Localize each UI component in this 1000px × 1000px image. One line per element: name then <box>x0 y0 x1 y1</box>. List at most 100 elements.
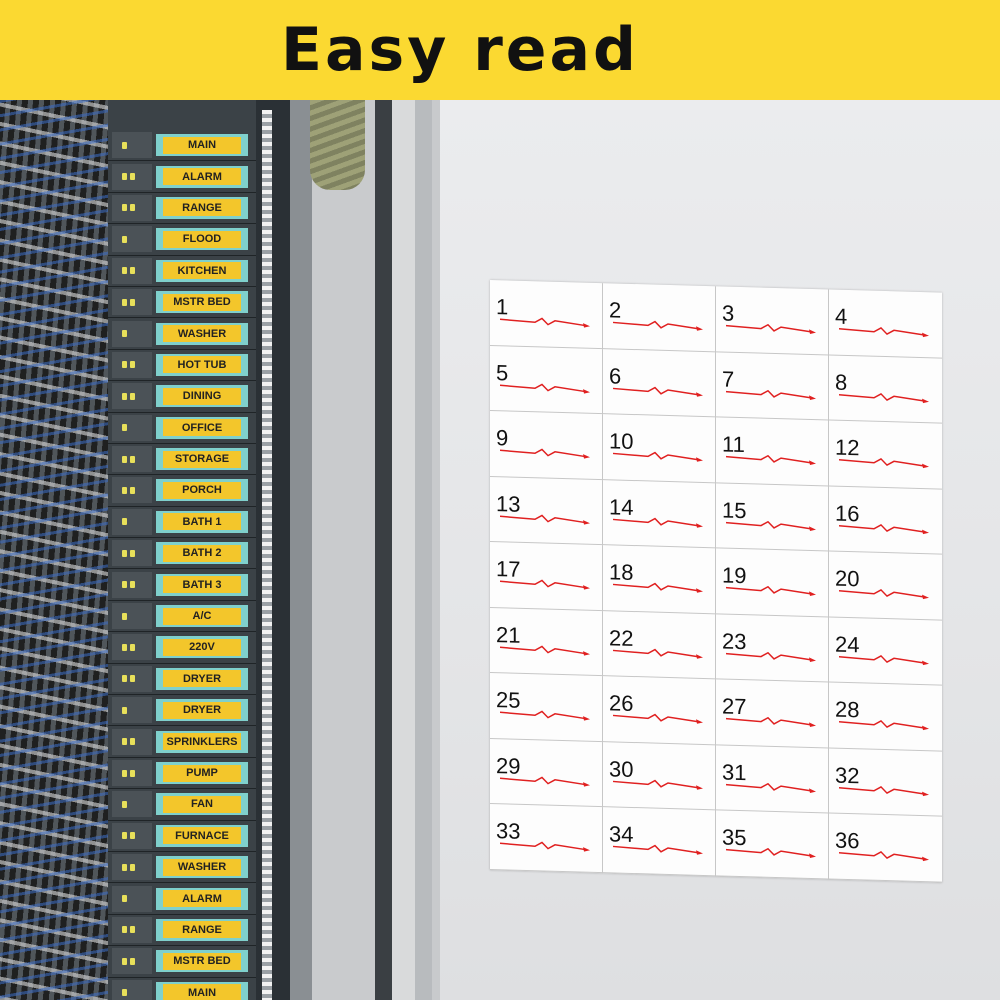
breaker-label: DINING <box>163 387 241 405</box>
breaker-row: KITCHEN <box>108 256 256 287</box>
indicator-led <box>130 863 135 871</box>
indicator-led <box>122 643 127 651</box>
label-cell: 7 <box>716 351 829 421</box>
breaker-panel-photo: MAIN ALARM RANGE FLOOD KITCHEN MSTR BED WASHER… <box>0 100 290 1000</box>
label-cell: 27 <box>716 679 829 749</box>
breaker-row: FURNACE <box>108 821 256 852</box>
lightning-bolt-icon <box>726 848 816 859</box>
indicator-led <box>130 738 135 746</box>
breaker-label-holder: DINING <box>156 385 248 408</box>
breaker-switch <box>112 791 152 818</box>
indicator-led <box>122 769 127 777</box>
breaker-switch <box>112 477 152 504</box>
label-cell: 32 <box>829 748 942 818</box>
breaker-row: DRYER <box>108 695 256 727</box>
lightning-bolt-icon <box>613 779 703 790</box>
breaker-label-holder: PUMP <box>156 762 248 784</box>
breaker-row: BATH 2 <box>108 538 256 570</box>
label-cell: 6 <box>603 348 716 418</box>
breaker-label: ALARM <box>163 890 241 908</box>
lightning-bolt-icon <box>613 845 703 856</box>
indicator-led <box>130 298 135 306</box>
breaker-label-holder: BATH 3 <box>156 573 248 596</box>
breaker-row: HOT TUB <box>108 350 256 382</box>
label-cell: 14 <box>603 479 716 549</box>
ruler-strip <box>262 110 272 1000</box>
banner: Easy read <box>0 0 1000 100</box>
lightning-bolt-icon <box>500 710 590 721</box>
indicator-led <box>122 863 127 871</box>
breaker-row: WASHER <box>108 852 256 884</box>
lightning-bolt-icon <box>500 645 590 656</box>
label-cell: 29 <box>490 738 603 808</box>
breaker-label: WASHER <box>163 858 241 876</box>
lightning-bolt-icon <box>726 454 816 466</box>
breaker-row: DINING <box>108 381 256 413</box>
label-cell: 19 <box>716 548 829 618</box>
breaker-switch <box>112 854 152 881</box>
breaker-switch <box>112 634 152 661</box>
indicator-led <box>122 330 127 338</box>
breaker-switch <box>112 540 152 567</box>
label-cell: 16 <box>829 486 942 555</box>
breaker-row: 220V <box>108 632 256 664</box>
breaker-label: PUMP <box>163 764 241 782</box>
breaker-label-holder: RANGE <box>156 196 248 219</box>
indicator-led <box>122 832 127 840</box>
label-cell: 34 <box>603 807 716 877</box>
indicator-led <box>122 612 127 620</box>
door-edge <box>432 100 440 1000</box>
breaker-label: RANGE <box>163 921 241 939</box>
breaker-row: DRYER <box>108 664 256 696</box>
breaker-label-holder: DRYER <box>156 667 248 690</box>
breaker-switch <box>112 571 152 598</box>
lightning-bolt-icon <box>839 392 929 403</box>
breaker-label-holder: DRYER <box>156 699 248 722</box>
breaker-label: MSTR BED <box>163 952 241 970</box>
breaker-label: KITCHEN <box>163 262 241 280</box>
breaker-label: 220V <box>163 638 241 656</box>
indicator-led <box>130 392 135 400</box>
breaker-label-holder: FLOOD <box>156 228 248 251</box>
breaker-row: ALARM <box>108 161 256 193</box>
indicator-led <box>130 957 135 965</box>
label-cell: 8 <box>829 355 942 424</box>
lightning-bolt-icon <box>726 782 816 793</box>
label-cell: 35 <box>716 810 829 880</box>
lightning-bolt-icon <box>726 586 816 597</box>
label-cell: 21 <box>490 607 603 677</box>
indicator-led <box>122 204 127 212</box>
breaker-label-holder: RANGE <box>156 918 248 941</box>
indicator-led <box>130 204 135 212</box>
breaker-label-holder: WASHER <box>156 856 248 879</box>
label-cell: 20 <box>829 551 942 621</box>
cabinet-door-frame <box>290 100 440 1000</box>
indicator-led <box>122 549 127 557</box>
lightning-bolt-icon <box>839 458 929 469</box>
indicator-led <box>122 173 127 181</box>
breaker-switch <box>112 383 152 410</box>
breaker-switch <box>112 414 152 441</box>
breaker-row: MSTR BED <box>108 287 256 319</box>
breaker-label-holder: WASHER <box>156 322 248 345</box>
breaker-switch <box>112 320 152 347</box>
breaker-label: A/C <box>163 607 241 625</box>
breaker-switch <box>112 194 152 221</box>
breaker-label: FLOOD <box>163 230 241 248</box>
indicator-led <box>122 800 127 808</box>
lightning-bolt-icon <box>726 651 816 662</box>
breaker-row: RANGE <box>108 915 256 947</box>
breaker-row: OFFICE <box>108 413 256 444</box>
label-cell: 4 <box>829 289 942 359</box>
breaker-label-holder: MAIN <box>156 981 248 1000</box>
label-cell: 23 <box>716 614 829 683</box>
breaker-label: BATH 1 <box>163 513 241 531</box>
breaker-row: FLOOD <box>108 224 256 256</box>
lightning-bolt-icon <box>613 386 703 397</box>
indicator-led <box>122 392 127 400</box>
indicator-led <box>130 581 135 589</box>
label-cell: 17 <box>490 542 603 611</box>
indicator-led <box>130 455 135 463</box>
lightning-bolt-icon <box>500 579 590 590</box>
lightning-bolt-icon <box>613 648 703 659</box>
